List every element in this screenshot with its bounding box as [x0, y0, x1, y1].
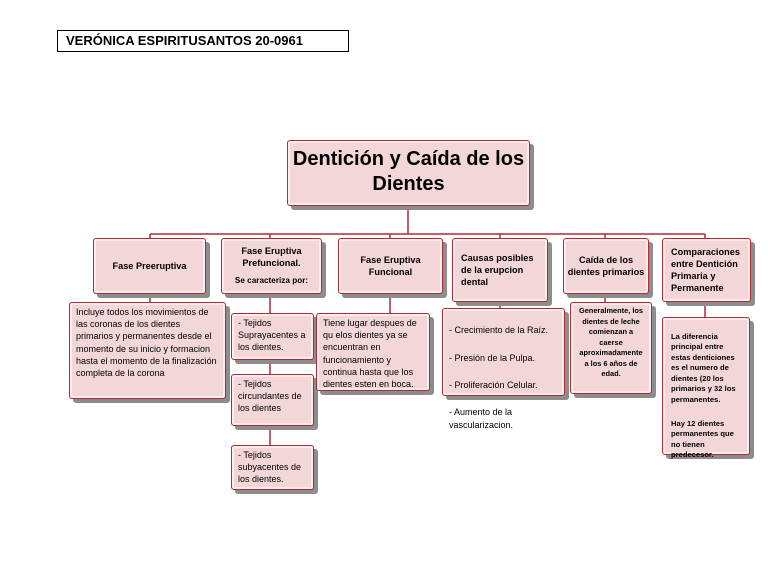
header-fase-preeruptiva: Fase Preeruptiva	[93, 238, 206, 294]
detail-fase-preeruptiva: Incluye todos los movimientos de las cor…	[69, 302, 226, 399]
header-causas-erupcion: Causas posibles de la erupcion dental	[452, 238, 548, 302]
header-comparaciones: Comparaciones entre Dentición Primaria y…	[662, 238, 751, 302]
detail-fase-eruptiva-funcional: Tiene lugar despues de qu elos dientes y…	[316, 313, 430, 391]
causa-item: - Crecimiento de la Raíz.	[449, 325, 549, 336]
comparacion-item: Hay 12 dientes permanentes que no tienen…	[671, 418, 734, 460]
detail-causas-erupcion: - Crecimiento de la Raíz. - Presión de l…	[442, 308, 565, 430]
detail-tejidos-subyacentes: - Tejidos subyacentes de los dientes.	[231, 445, 314, 490]
detail-tejidos-circundantes: - Tejidos circundantes de los dientes	[231, 374, 314, 426]
causa-item: - Presión de la Pulpa.	[449, 352, 536, 363]
header-label: Fase Eruptiva Prefuncional.	[241, 246, 302, 268]
detail-comparaciones: La diferencia principal entre estas dent…	[662, 317, 750, 459]
detail-tejidos-suprayacentes: - Tejidos Suprayacentes a los dientes.	[231, 313, 314, 360]
header-caida-dientes-primarios: Caída de los dientes primarios	[563, 238, 649, 294]
header-sub-label: Se caracteriza por:	[234, 276, 309, 285]
causa-item: - Proliferación Celular.	[449, 380, 538, 391]
header-fase-eruptiva-prefuncional: Fase Eruptiva Prefuncional. Se caracteri…	[221, 238, 322, 294]
detail-caida-dientes-primarios: Generalmente, los dientes de leche comie…	[570, 302, 652, 394]
header-fase-eruptiva-funcional: Fase Eruptiva Funcional	[338, 238, 443, 294]
comparacion-item: La diferencia principal entre estas dent…	[671, 331, 736, 404]
main-title: Dentición y Caída de los Dientes	[287, 140, 530, 206]
causa-item: - Aumento de la vascularizacion.	[449, 407, 514, 430]
author-label: VERÓNICA ESPIRITUSANTOS 20-0961	[57, 30, 349, 52]
